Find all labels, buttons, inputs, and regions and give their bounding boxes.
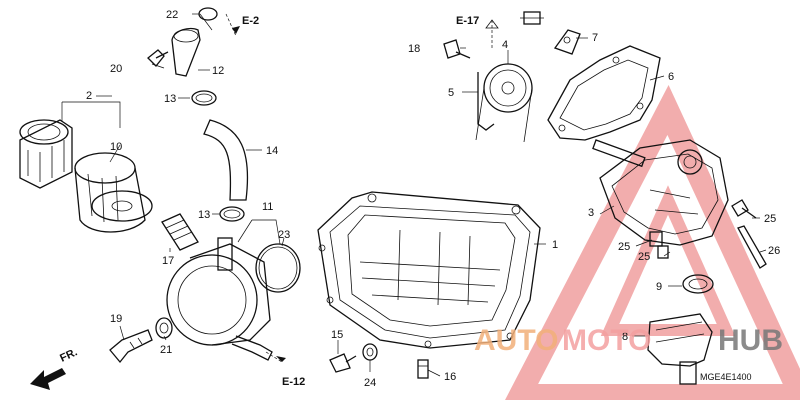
oil-seal	[682, 274, 714, 294]
oil-filter	[74, 152, 153, 233]
callout-25-left: 25	[618, 241, 630, 253]
callout-25-right: 25	[764, 213, 776, 225]
callout-10: 10	[110, 141, 122, 153]
callout-9: 9	[656, 281, 662, 293]
drain-bolt	[109, 329, 153, 364]
bolt-25-upper	[731, 199, 757, 219]
watermark-text: AUTO MOTO HUB	[474, 324, 783, 357]
callout-22: 22	[166, 9, 178, 21]
drawing-code: MGE4E1400	[700, 372, 752, 382]
callout-3: 3	[588, 207, 594, 219]
callout-16: 16	[444, 371, 456, 383]
oil-pump	[592, 139, 729, 246]
callout-15: 15	[331, 329, 343, 341]
callout-11: 11	[262, 201, 273, 213]
callout-6: 6	[668, 71, 674, 83]
callout-26: 26	[768, 245, 780, 257]
breather-pipe	[171, 27, 201, 77]
o-ring-large	[255, 243, 301, 293]
callout-8: 8	[622, 331, 628, 343]
watermark-part2: MOTO	[562, 324, 651, 357]
watermark-part1: AUTO	[474, 324, 558, 357]
callout-5: 5	[448, 87, 454, 99]
clip-22	[198, 7, 218, 21]
callout-labels: 2 10 1 3 4 5 6 7 8 9 11 12 13 13 14 15 1…	[86, 9, 780, 389]
callout-12: 12	[212, 65, 224, 77]
callout-17: 17	[162, 255, 174, 267]
chain-guide	[520, 11, 581, 55]
oil-filter-wrench	[19, 119, 73, 189]
callout-4: 4	[502, 39, 508, 51]
callout-24: 24	[364, 377, 376, 389]
oil-cooler	[166, 237, 273, 361]
reference-arrows	[232, 19, 499, 362]
callout-21: 21	[160, 344, 172, 356]
dowel-25	[649, 231, 669, 259]
water-hose	[203, 119, 249, 201]
oil-strainer	[647, 313, 713, 385]
hose-clamp-upper	[191, 90, 217, 106]
sealing-washer	[155, 317, 173, 339]
washer-24	[362, 343, 378, 361]
bolt-26	[737, 225, 767, 269]
ref-e12: E-12	[282, 376, 305, 388]
hose-clamp-lower	[219, 206, 245, 222]
callout-2: 2	[86, 90, 92, 102]
ref-e2: E-2	[242, 15, 259, 27]
bolt-15	[329, 353, 357, 373]
leader-lines	[61, 13, 767, 377]
front-direction-arrow: FR.	[30, 346, 79, 390]
bolt-16	[417, 359, 429, 379]
section-references: E-2 E-17 E-12	[242, 15, 479, 388]
watermark-part3: HUB	[718, 324, 783, 357]
watermark-triangle	[505, 85, 800, 400]
pump-cover	[547, 45, 661, 141]
callout-13-upper: 13	[164, 93, 176, 105]
callout-7: 7	[592, 32, 598, 44]
ref-e17: E-17	[456, 15, 479, 27]
callout-19: 19	[110, 313, 122, 325]
callout-25-lower: 25	[638, 251, 650, 263]
callout-18: 18	[408, 43, 420, 55]
callout-1: 1	[552, 239, 558, 251]
callout-20: 20	[110, 63, 122, 75]
bolt-20	[147, 49, 169, 67]
threaded-nipple	[161, 213, 199, 251]
front-label: FR.	[58, 346, 79, 364]
callout-23: 23	[278, 229, 290, 241]
callout-13-lower: 13	[198, 209, 210, 221]
callout-14: 14	[266, 145, 278, 157]
bolt-18	[443, 39, 471, 59]
oil-pan	[317, 191, 541, 349]
drive-sprocket	[475, 50, 533, 143]
